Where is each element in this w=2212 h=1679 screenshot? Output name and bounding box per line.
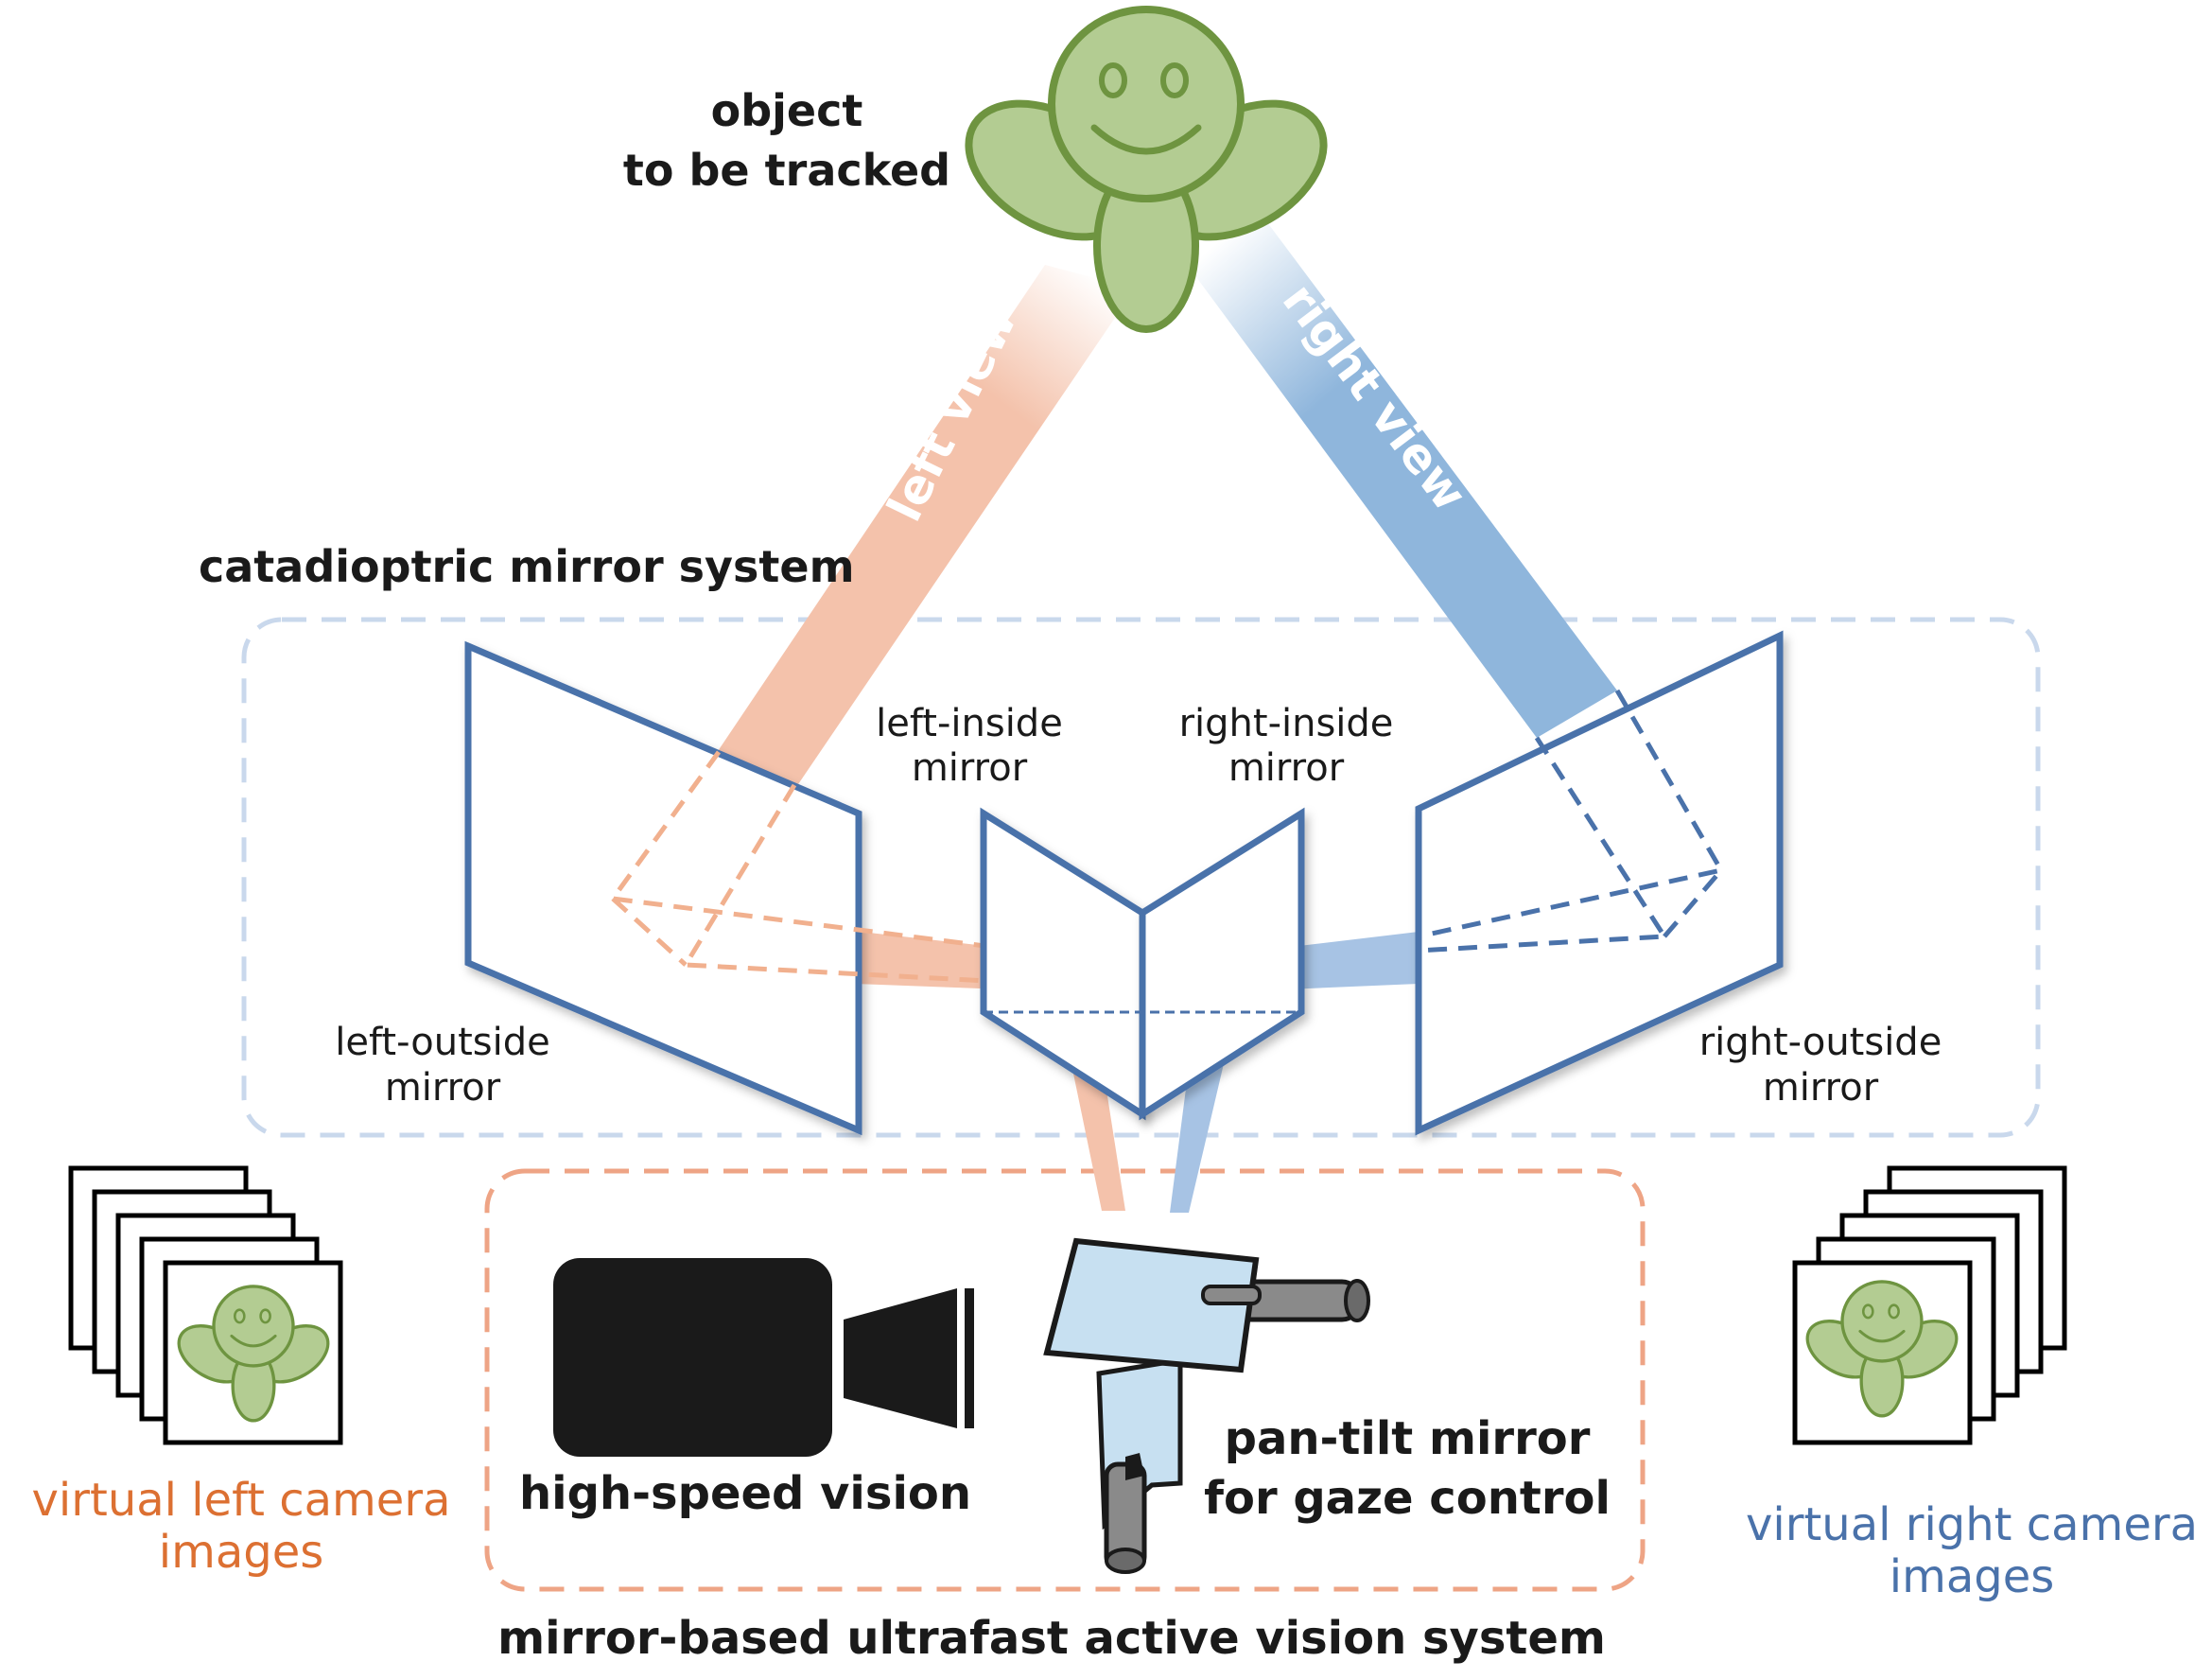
left-inside-mirror-label-line2: mirror [912,746,1028,790]
right-outside-mirror-label-line1: right-outside [1699,1021,1942,1064]
right-inside-mirror [1139,807,1305,1121]
left-view-beam [714,265,1135,790]
virtual-right-image-stack [1792,1165,2067,1445]
camera-label: high-speed vision [519,1467,971,1520]
left-outside-mirror-label-line2: mirror [385,1066,501,1110]
active-vision-title: mirror-based ultrafast active vision sys… [497,1612,1606,1665]
pan-tilt-mirror-icon [1043,1237,1370,1574]
right-outside-mirror [1415,630,1784,1136]
right-outside-mirror-label-line2: mirror [1763,1066,1879,1110]
virtual-left-image-stack [68,1165,343,1445]
mirror-system-title: catadioptric mirror system [199,541,855,592]
pantilt-label-line1: pan-tilt mirror [1225,1412,1591,1465]
pantilt-label-line2: for gaze control [1204,1472,1611,1525]
left-inside-mirror [980,807,1146,1121]
object-label-line1: object [711,85,863,136]
left-dashed-path [608,750,1060,987]
high-speed-camera-icon [553,1258,974,1457]
left-inside-mirror-label-line1: left-inside [876,702,1063,745]
right-inside-mirror-label-line1: right-inside [1179,702,1394,745]
virtual-right-caption-line1: virtual right camera [1746,1498,2198,1551]
left-outside-mirror [464,640,862,1136]
active-vision-box [484,1168,1646,1592]
virtual-right-caption-line2: images [1890,1550,2055,1603]
mirror-system-box [241,617,2041,1138]
right-inside-mirror-label-line2: mirror [1228,746,1345,790]
virtual-left-caption-line2: images [159,1526,324,1579]
right-view-beam [1180,203,1617,738]
object-label-line2: to be tracked [623,145,950,196]
right-dashed-path [1418,689,1725,953]
left-outside-mirror-label-line1: left-outside [335,1021,549,1064]
virtual-left-caption-line1: virtual left camera [32,1474,451,1527]
